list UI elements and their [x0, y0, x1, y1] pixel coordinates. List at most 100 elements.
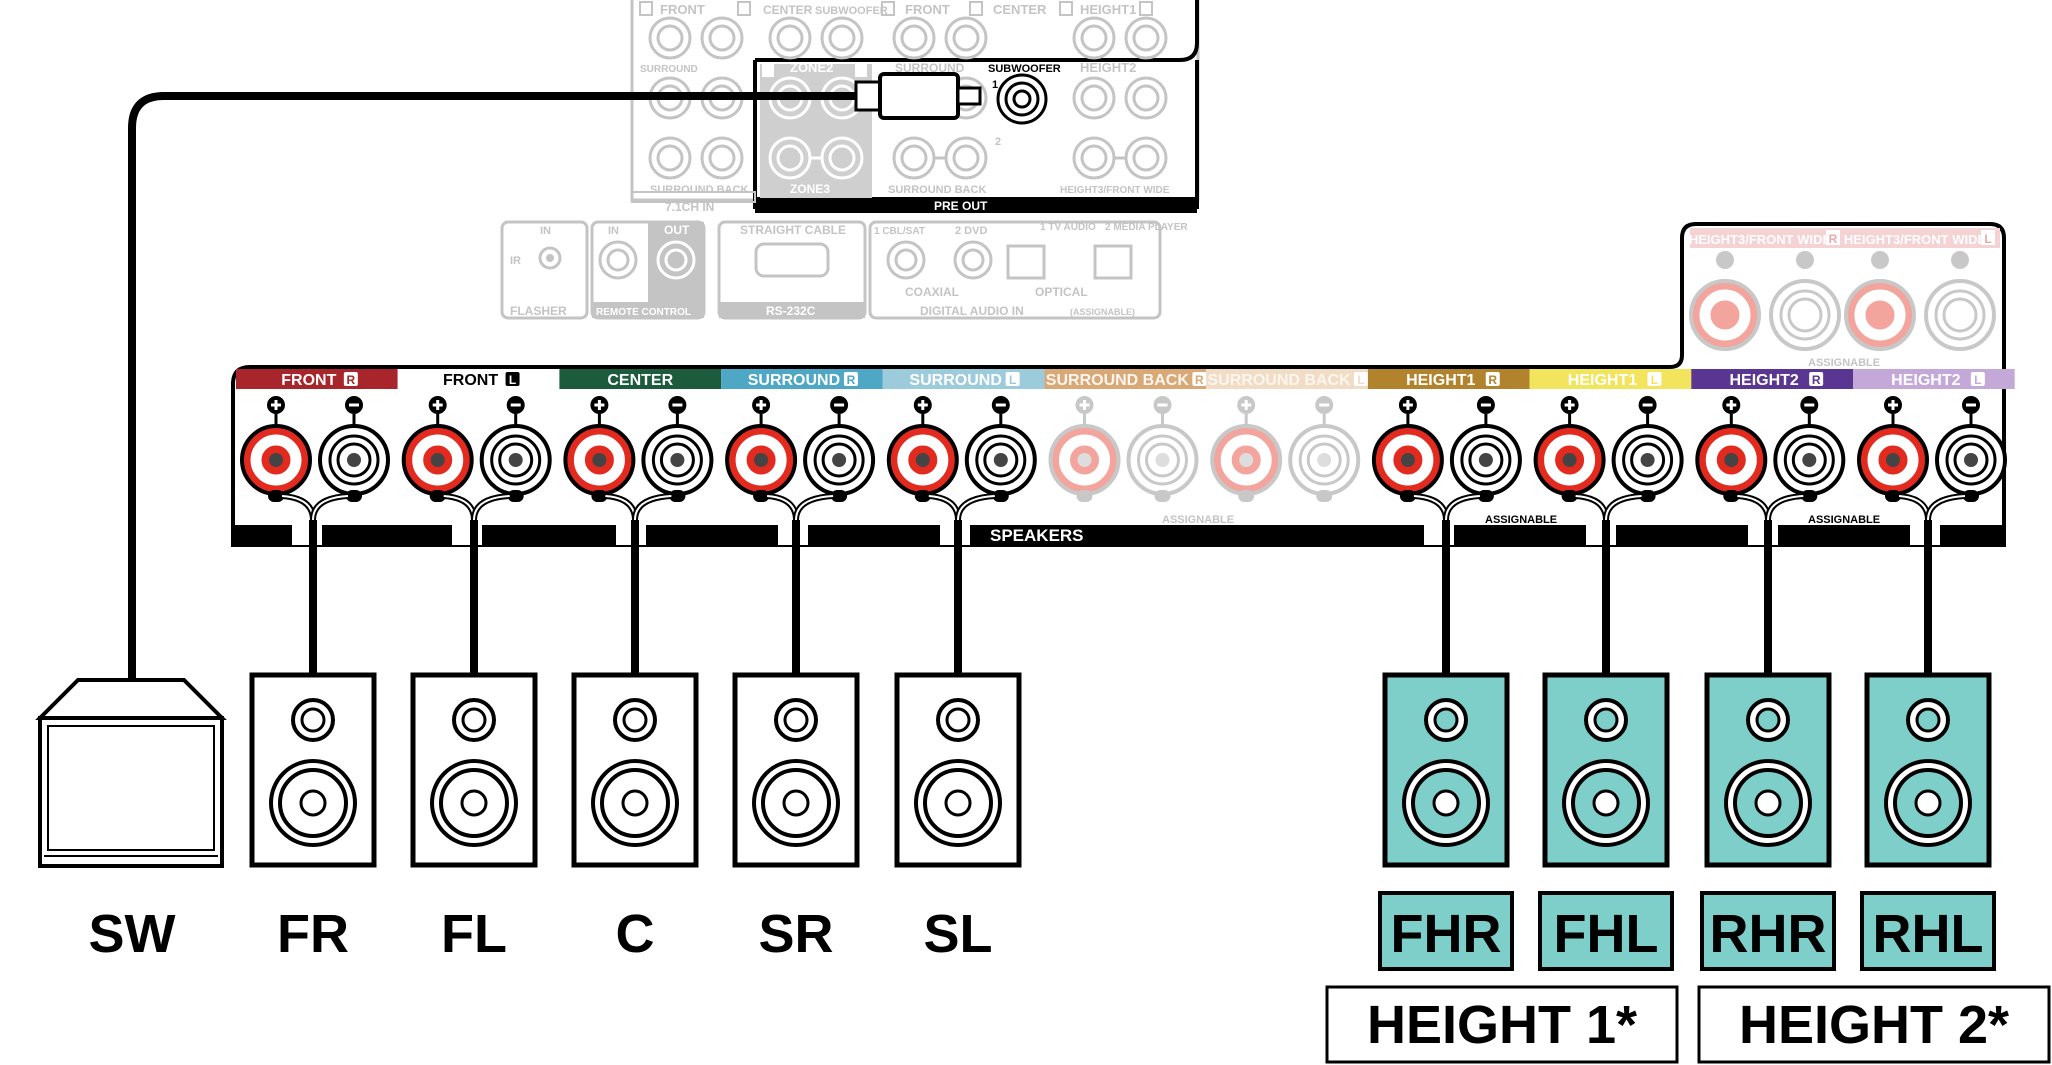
- channel-label: HEIGHT2: [1891, 372, 1960, 389]
- preout-bottom-label: HEIGHT3/FRONT WIDE: [1060, 185, 1170, 196]
- svg-text:R: R: [1829, 232, 1838, 246]
- digital-input-label: 2 DVD: [955, 225, 987, 237]
- rca-jack: [1124, 136, 1168, 180]
- preout-label: PRE OUT: [934, 199, 988, 213]
- rca-jack: [944, 16, 988, 60]
- channel-side-letter: R: [847, 373, 856, 387]
- speaker-code: FHR: [1391, 904, 1502, 964]
- rca-jack: [944, 136, 988, 180]
- speaker-code: FHL: [1554, 904, 1659, 964]
- rs232c-label: RS-232C: [766, 304, 816, 318]
- preout-row2-label: ZONE2: [790, 60, 833, 75]
- preout-panel: FRONT CENTER SUBWOOFER FRONT CENTER HEIG…: [630, 0, 1200, 214]
- rca-jack: [700, 16, 744, 60]
- preout-row2-label: SURROUND: [895, 61, 965, 75]
- height-group-1-label: HEIGHT 1*: [1367, 995, 1637, 1055]
- channel-label: HEIGHT1: [1406, 372, 1475, 389]
- rc-in-label: IN: [608, 225, 619, 237]
- digital-assignable-label: (ASSIGNABLE): [1070, 307, 1135, 317]
- digital-input-label: 2 MEDIA PLAYER: [1105, 222, 1188, 233]
- preout-bottom-label: ZONE3: [790, 182, 830, 196]
- rca-jack: [1124, 16, 1168, 60]
- channel-side-box: [1809, 372, 1824, 386]
- rca-jack: [648, 136, 692, 180]
- channel-side-box: [1970, 372, 1985, 386]
- channel-label: SURROUND BACK: [1207, 372, 1351, 389]
- channel-label-strip: [882, 369, 1045, 389]
- channel-label-strip: [721, 369, 883, 389]
- channel-side-letter: L: [1974, 373, 1981, 387]
- subwoofer-cable: [128, 72, 1048, 680]
- preout-top-label: CENTER: [763, 3, 813, 17]
- speaker-fhl: FHL: [1538, 672, 1674, 971]
- channel-label: SURROUND BACK: [1046, 372, 1190, 389]
- assignable-label: ASSIGNABLE: [1485, 514, 1557, 526]
- extra-channel-label: HEIGHT3/FRONT WIDE: [1689, 232, 1832, 247]
- speaker-code-box: [1700, 891, 1836, 971]
- preout-bottom-label: SURROUND BACK: [888, 184, 986, 196]
- channel-label: HEIGHT2: [1729, 372, 1798, 389]
- terminal-pairs: [240, 396, 2007, 502]
- preout-bottom-label: SURROUND BACK: [650, 184, 748, 196]
- speaker-sl: SL: [894, 672, 1022, 964]
- channel-side-box: [1647, 372, 1662, 386]
- height-group-1: HEIGHT 1*: [1325, 985, 1679, 1064]
- speaker-cables: [281, 493, 1966, 676]
- rca-jack: [820, 16, 864, 60]
- preout-top-label: CENTER: [993, 2, 1047, 17]
- speaker-code-box: [1538, 891, 1674, 971]
- rca-jack: [892, 136, 936, 180]
- speaker-rhl: RHL: [1860, 672, 1996, 971]
- channel-side-box: [843, 372, 858, 386]
- channel-side-box: [1192, 372, 1207, 386]
- coaxial-label: COAXIAL: [905, 285, 959, 299]
- digital-input-label: 1 TV AUDIO: [1040, 222, 1096, 233]
- channel-label: FRONT: [281, 372, 336, 389]
- channel-side-letter: L: [509, 373, 516, 387]
- channel-label: HEIGHT1: [1568, 372, 1637, 389]
- ir-in-label: IN: [540, 225, 551, 237]
- speaker-sw: SW: [35, 678, 227, 964]
- rca-jack: [892, 16, 936, 60]
- extra-channel-label: HEIGHT3/FRONT WIDE: [1844, 232, 1987, 247]
- rca-jack: [1072, 16, 1116, 60]
- height-group-2-label: HEIGHT 2*: [1739, 995, 2009, 1055]
- assignable-label: ASSIGNABLE: [1808, 514, 1880, 526]
- speaker-sr: SR: [732, 672, 860, 964]
- rca-jack: [1124, 76, 1168, 120]
- channel-label: CENTER: [607, 372, 673, 389]
- subwoofer-number-1: 1: [992, 79, 998, 91]
- preout-top-label: HEIGHT1: [1080, 2, 1136, 17]
- optical-label: OPTICAL: [1035, 285, 1088, 299]
- remote-control-label: REMOTE CONTROL: [596, 307, 691, 318]
- rca-jack: [1072, 136, 1116, 180]
- speaker-rhr: RHR: [1700, 672, 1836, 971]
- speaker-fl: FL: [410, 672, 538, 964]
- channel-label: SURROUND: [748, 372, 840, 389]
- channel-label: FRONT: [443, 372, 498, 389]
- speaker-code: SL: [923, 904, 992, 964]
- height-group-2: HEIGHT 2*: [1697, 985, 2051, 1064]
- speaker-code: RHL: [1873, 904, 1984, 964]
- channel-label-strip: [559, 369, 722, 389]
- channel-side-letter: R: [1195, 373, 1204, 387]
- channel-side-letter: L: [1651, 373, 1658, 387]
- assignable-label-extra: ASSIGNABLE: [1808, 357, 1880, 369]
- speaker-fr: FR: [249, 672, 377, 964]
- preout-row2-label: HEIGHT2: [1080, 60, 1136, 75]
- speaker-fhr: FHR: [1378, 672, 1514, 971]
- straight-cable-label: STRAIGHT CABLE: [740, 223, 846, 237]
- speaker-code: RHR: [1710, 904, 1827, 964]
- speaker-code: FL: [441, 904, 507, 964]
- rca-jack: [648, 16, 692, 60]
- channel-label-strip: [1044, 369, 1207, 389]
- preout-row2-label: SURROUND: [640, 64, 698, 75]
- preout-top-label: SUBWOOFER: [815, 5, 888, 17]
- ir-label: IR: [510, 255, 521, 267]
- channel-side-letter: R: [1812, 373, 1821, 387]
- channel-side-box: [1354, 372, 1369, 386]
- channel-side-box: [1005, 372, 1020, 386]
